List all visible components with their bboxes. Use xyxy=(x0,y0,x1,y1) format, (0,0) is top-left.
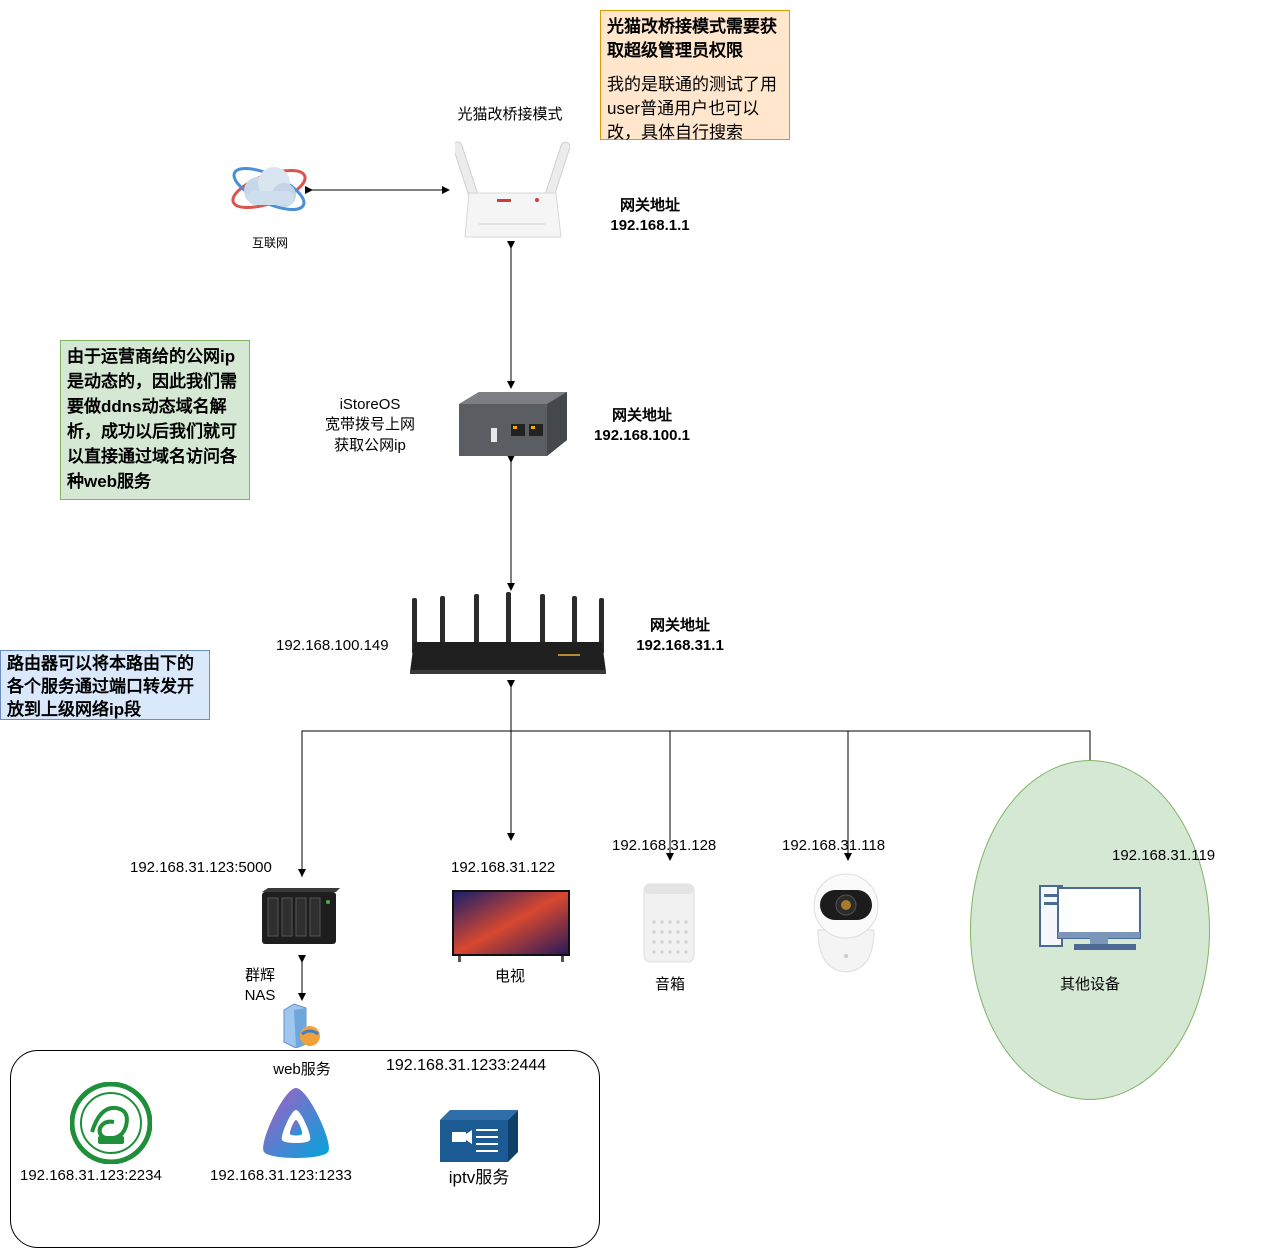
speaker-device-icon xyxy=(640,882,698,964)
onu-device-icon xyxy=(452,135,571,245)
istore-gateway-title: 网关地址 xyxy=(611,407,672,424)
internet-cloud-icon xyxy=(228,155,310,223)
istore-gateway-ip: 192.168.100.1 xyxy=(594,427,690,444)
tv-label: 电视 xyxy=(494,968,525,985)
iptv-service-icon xyxy=(440,1110,518,1162)
camera-device-icon xyxy=(808,868,884,974)
note-bridge-mode-title: 光猫改桥接模式需要获取超级管理员权限 xyxy=(607,17,777,60)
internet-label: 互联网 xyxy=(251,236,288,250)
service-1-ip: 192.168.31.123:2234 xyxy=(20,1167,162,1184)
onu-gateway-ip: 192.168.1.1 xyxy=(610,217,690,234)
note-port-forward: 路由器可以将本路由下的各个服务通过端口转发开放到上级网络ip段 xyxy=(0,650,210,720)
note-bridge-mode: 光猫改桥接模式需要获取超级管理员权限 我的是联通的测试了用user普通用户也可以… xyxy=(600,10,790,142)
istore-line1: iStoreOS xyxy=(339,396,401,413)
note-bridge-mode-body: 我的是联通的测试了用user普通用户也可以改，具体自行搜索 xyxy=(607,75,777,142)
nas-label-line1: 群辉 xyxy=(244,967,275,984)
service-2-ip: 192.168.31.123:1233 xyxy=(210,1167,352,1184)
speaker-label: 音箱 xyxy=(654,976,685,993)
web-service-label: web服务 xyxy=(273,1061,331,1078)
nas-device-icon xyxy=(262,888,340,944)
note-ddns: 由于运营商给的公网ip是动态的，因此我们需要做ddns动态域名解析，成功以后我们… xyxy=(60,340,250,500)
web-server-icon xyxy=(282,1002,322,1049)
link-bus xyxy=(301,730,1094,894)
other-devices-label: 其他设备 xyxy=(1059,976,1120,993)
camera-ip: 192.168.31.118 xyxy=(782,837,886,854)
router-device-icon xyxy=(408,592,608,682)
tv-device-icon xyxy=(452,890,570,962)
router-gateway-title: 网关地址 xyxy=(649,617,710,634)
iptv-service-label: iptv服务 xyxy=(448,1168,510,1187)
tv-ip: 192.168.31.122 xyxy=(451,859,556,876)
speaker-ip: 192.168.31.128 xyxy=(612,837,717,854)
istore-device-icon xyxy=(455,390,570,460)
other-devices-ip: 192.168.31.119 xyxy=(1112,847,1216,864)
jellyfin-service-icon xyxy=(258,1086,334,1158)
services-group-ip: 192.168.31.1233:2444 xyxy=(386,1057,547,1074)
computer-icon xyxy=(1038,884,1142,952)
onu-gateway-title: 网关地址 xyxy=(619,197,680,214)
router-wan-ip: 192.168.100.149 xyxy=(276,637,389,654)
istore-line2: 宽带拨号上网 xyxy=(324,416,415,433)
services-group xyxy=(10,1050,600,1248)
nas-label-line2: NAS xyxy=(244,987,276,1004)
dragon-service-icon xyxy=(69,1081,153,1165)
nas-ip: 192.168.31.123:5000 xyxy=(130,859,272,876)
istore-line3: 获取公网ip xyxy=(334,437,406,454)
router-gateway-ip: 192.168.31.1 xyxy=(636,637,724,654)
onu-label: 光猫改桥接模式 xyxy=(457,106,563,123)
